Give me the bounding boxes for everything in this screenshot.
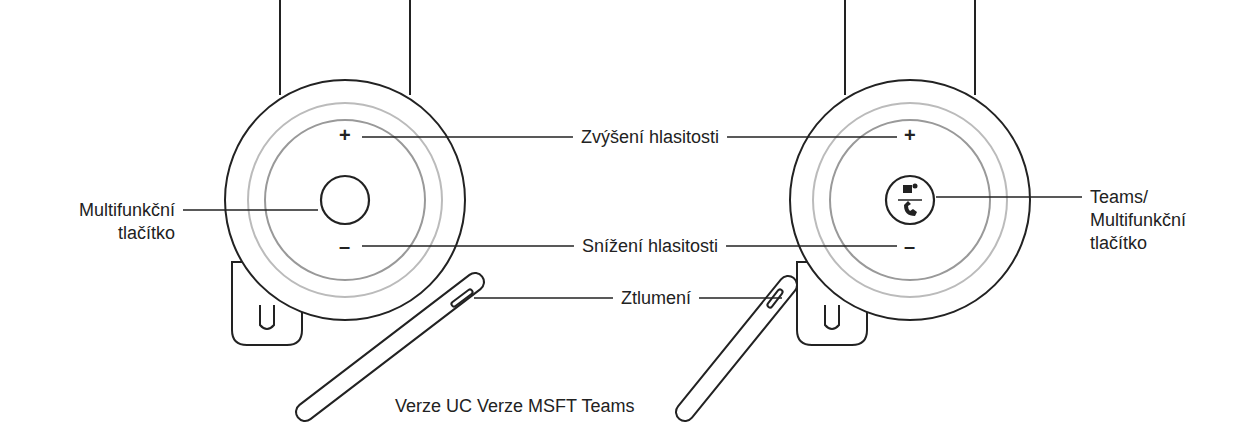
button-symbol: + — [904, 125, 916, 145]
button-symbol: – — [904, 236, 915, 256]
headset-uc — [225, 0, 475, 412]
part-label: Zvýšení hlasitosti — [581, 126, 719, 149]
part-label: Snížení hlasitosti — [582, 235, 718, 258]
leader-line — [936, 196, 1082, 198]
leader-line — [474, 297, 613, 299]
part-label: Teams/ Multifunkční tlačítko — [1090, 186, 1220, 255]
leader-line — [362, 136, 573, 138]
leader-line — [699, 297, 782, 299]
leader-line — [727, 136, 897, 138]
leader-line — [726, 245, 897, 247]
button-symbol: – — [339, 236, 350, 256]
leader-line — [183, 209, 318, 211]
part-label: Multifunkční tlačítko — [25, 199, 175, 245]
headset-teams — [685, 0, 1030, 412]
part-label: Ztlumení — [621, 287, 691, 310]
caption: Verze UC Verze MSFT Teams — [395, 395, 634, 418]
leader-line — [362, 245, 574, 247]
button-symbol: + — [339, 125, 351, 145]
